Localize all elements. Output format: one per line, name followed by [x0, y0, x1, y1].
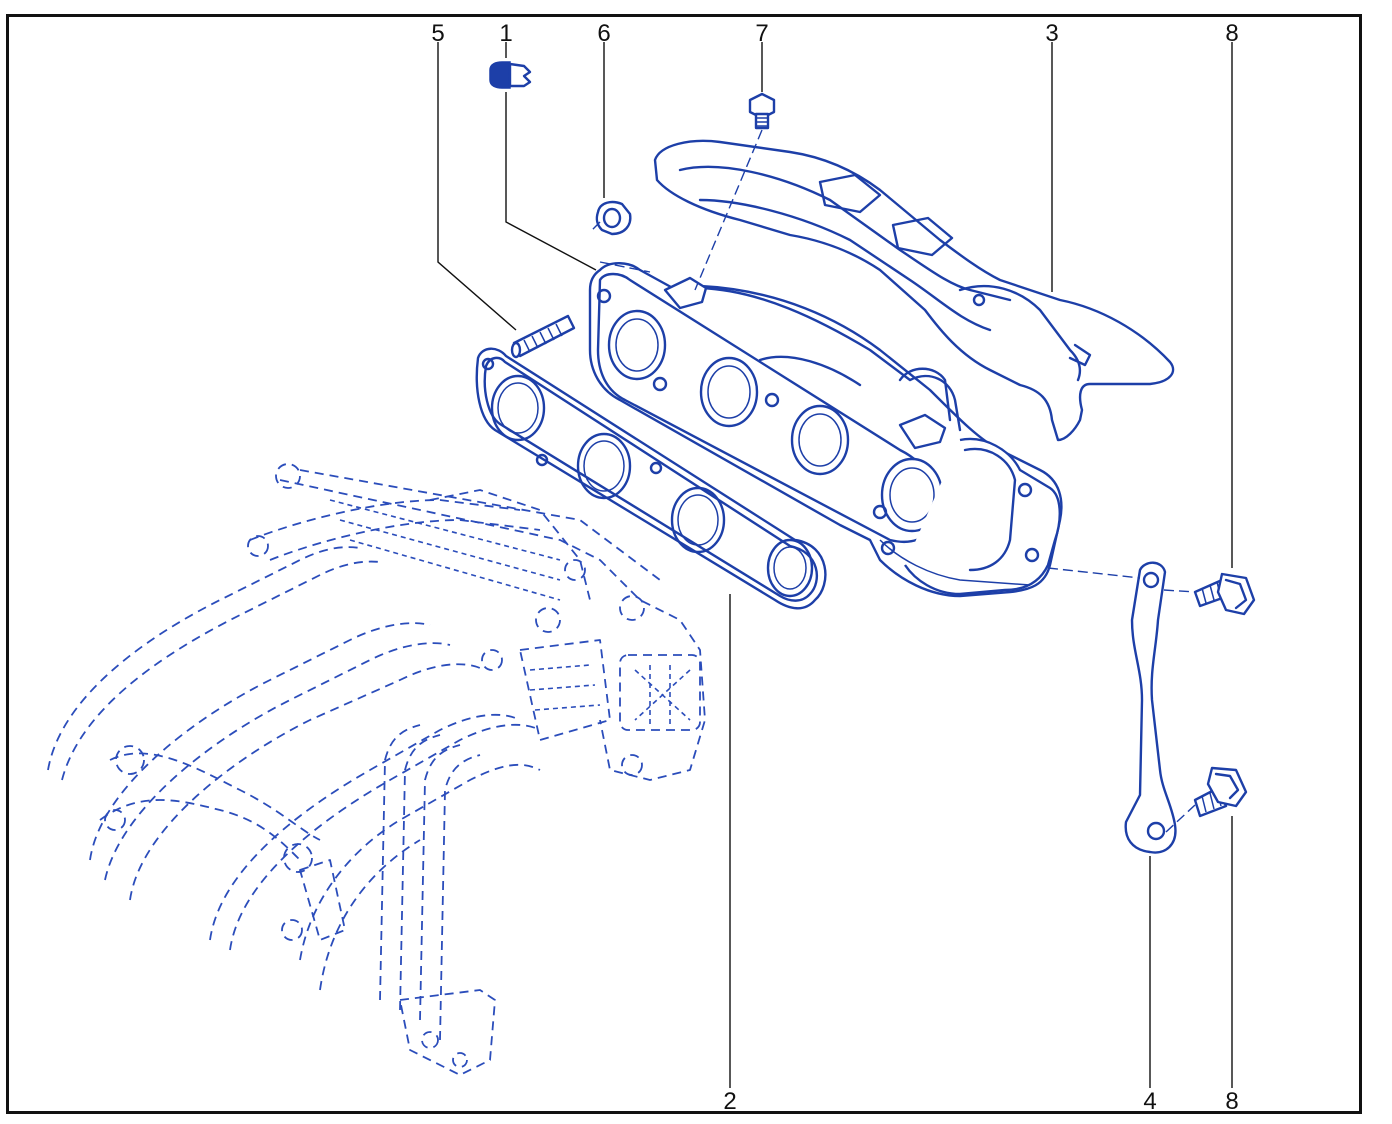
leader-lines	[437, 42, 1233, 1088]
alignment-lines	[589, 129, 1196, 833]
callout-2: 2	[723, 1088, 737, 1115]
callout-7: 7	[755, 20, 769, 47]
callout-1: 1	[499, 20, 513, 47]
clip	[489, 61, 532, 89]
stud	[510, 314, 576, 359]
callout-6: 6	[597, 20, 611, 47]
diagram-frame	[6, 14, 1362, 1114]
manifold-gasket	[475, 347, 827, 610]
bolt-lower	[1193, 766, 1248, 818]
callout-4: 4	[1143, 1088, 1157, 1115]
callout-5: 5	[431, 20, 445, 47]
bolt-upper	[1193, 572, 1256, 616]
callout-3: 3	[1045, 20, 1059, 47]
callout-8-bottom: 8	[1225, 1088, 1239, 1115]
exhaust-manifold	[588, 262, 1063, 598]
heat-shield-bolt	[748, 92, 776, 130]
heat-shield	[653, 139, 1175, 442]
nut	[595, 200, 632, 236]
callout-8-top: 8	[1225, 20, 1239, 47]
support-bracket	[1124, 561, 1177, 854]
intake-manifold-ghost	[47, 463, 706, 1076]
